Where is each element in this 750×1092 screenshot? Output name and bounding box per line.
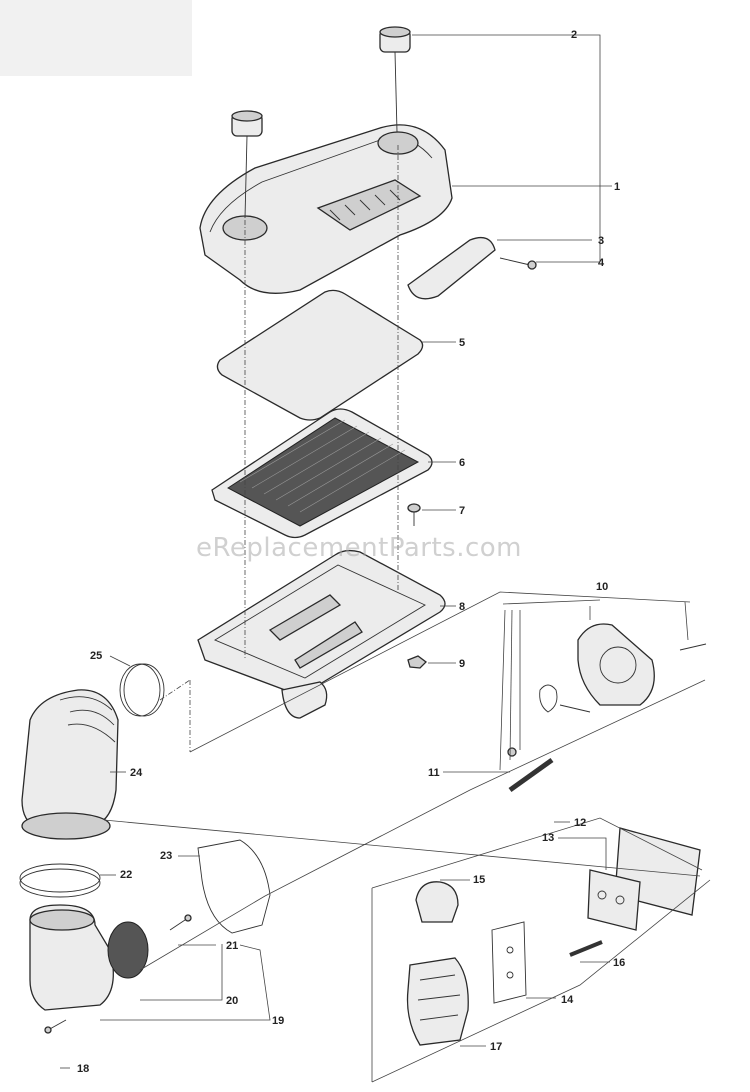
label-4: 4 bbox=[598, 257, 605, 269]
label-14: 14 bbox=[561, 994, 574, 1006]
carburetor-drawing bbox=[406, 957, 469, 1046]
label-15: 15 bbox=[473, 874, 486, 886]
label-3: 3 bbox=[598, 235, 605, 247]
label-9: 9 bbox=[459, 658, 466, 670]
clamp-top-drawing bbox=[119, 663, 165, 717]
screen-drawing bbox=[107, 921, 149, 979]
label-25: 25 bbox=[90, 650, 103, 662]
label-6: 6 bbox=[459, 457, 466, 469]
choke-drawing bbox=[507, 623, 707, 757]
primer-drawing bbox=[415, 881, 459, 923]
knob-drawing bbox=[231, 26, 411, 219]
label-23: 23 bbox=[160, 850, 173, 862]
label-8: 8 bbox=[459, 601, 466, 613]
label-5: 5 bbox=[459, 337, 466, 349]
label-16: 16 bbox=[613, 957, 626, 969]
label-17: 17 bbox=[490, 1041, 503, 1053]
label-22: 22 bbox=[120, 869, 133, 881]
label-19: 19 bbox=[272, 1015, 285, 1027]
grille-drawing bbox=[407, 236, 537, 300]
label-7: 7 bbox=[459, 505, 466, 517]
label-20: 20 bbox=[226, 995, 239, 1007]
clamp-bottom-drawing bbox=[19, 863, 101, 893]
label-10: 10 bbox=[596, 581, 609, 593]
label-24: 24 bbox=[130, 767, 143, 779]
label-21: 21 bbox=[226, 940, 239, 952]
label-18: 18 bbox=[77, 1063, 90, 1075]
gasket-left-drawing bbox=[197, 839, 271, 934]
label-2: 2 bbox=[571, 29, 578, 41]
filter-housing-drawing bbox=[197, 549, 446, 719]
air-filter-drawing bbox=[211, 408, 433, 539]
plate-drawing bbox=[491, 921, 527, 1004]
spacer-drawing bbox=[587, 869, 641, 931]
label-1: 1 bbox=[614, 181, 621, 193]
label-13: 13 bbox=[542, 832, 555, 844]
watermark: eReplacementParts.com bbox=[196, 533, 523, 563]
adapter-drawing bbox=[29, 904, 114, 1011]
label-12: 12 bbox=[574, 817, 587, 829]
speckle-corner bbox=[0, 0, 192, 76]
elbow-drawing bbox=[21, 689, 119, 840]
pre-filter-drawing bbox=[216, 289, 424, 421]
filter-cover-drawing bbox=[199, 124, 453, 294]
bolt-drawing bbox=[407, 503, 421, 526]
label-11: 11 bbox=[428, 767, 440, 779]
nut-drawing bbox=[407, 655, 427, 669]
